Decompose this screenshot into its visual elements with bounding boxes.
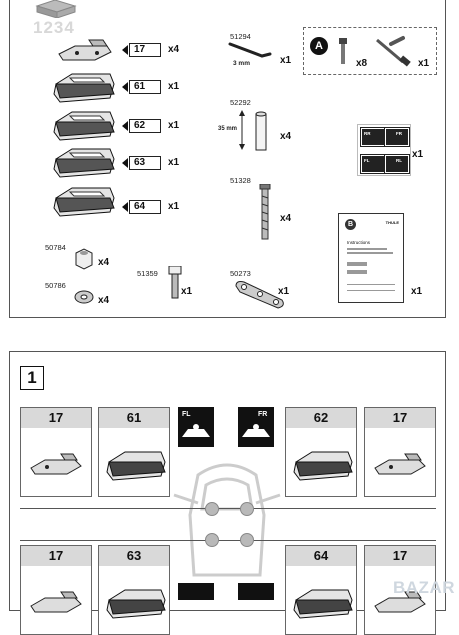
watermark-logo: BAZAR	[393, 578, 455, 597]
manual-title: Instructions	[347, 240, 371, 245]
nut-qty: x4	[98, 257, 110, 268]
short-bolt-qty: x1	[181, 286, 193, 297]
hex-key-part-number: 51294	[230, 32, 251, 41]
spacer-part-number: 52292	[230, 98, 251, 107]
sticker-fl: FL	[360, 154, 386, 174]
mount-point-rr	[240, 533, 254, 547]
card-code: 63	[99, 546, 169, 566]
pad-qty-17: x4	[168, 44, 180, 55]
card-code: 64	[286, 546, 356, 566]
parts-list-panel	[9, 0, 446, 318]
nut-icon	[75, 248, 93, 270]
foot-pad-icon	[106, 589, 166, 619]
pad-61-illustration	[53, 73, 115, 103]
pad-17-illustration	[58, 39, 112, 61]
pad-qty-64: x1	[168, 201, 180, 212]
step-card-pad-62: 62	[285, 407, 357, 497]
pad-62-illustration	[53, 111, 115, 141]
sticker-sheet	[357, 124, 411, 176]
sticker-fr: FR	[384, 127, 410, 147]
card-code: 17	[365, 546, 435, 566]
pad-code-64: 64	[129, 200, 161, 214]
card-code: 17	[21, 546, 91, 566]
card-code: 62	[286, 408, 356, 428]
manual-badge: B	[345, 219, 356, 230]
sticker-rr: RR	[360, 127, 386, 147]
instruction-manual: B THULE Instructions	[338, 213, 404, 303]
bolt-icon	[339, 38, 347, 64]
long-bolt-qty: x4	[280, 213, 292, 224]
sticker-rl: RL	[384, 154, 410, 174]
mount-point-fr	[240, 502, 254, 516]
long-bolt-icon	[259, 184, 271, 240]
card-code: 61	[99, 408, 169, 428]
manual-qty: x1	[411, 286, 423, 297]
pad-qty-62: x1	[168, 120, 180, 131]
step-card-pad-63: 63	[98, 545, 170, 635]
short-bolt-icon	[168, 266, 182, 299]
divider-line	[20, 508, 436, 509]
foot-pad-icon	[106, 451, 166, 481]
rear-left-badge	[178, 583, 214, 600]
bolt-qty: x8	[356, 58, 368, 69]
step-card-pad-17-rear-left: 17	[20, 545, 92, 635]
spacer-icon	[239, 110, 267, 151]
mount-point-rl	[205, 533, 219, 547]
pointer-arrow-icon	[122, 45, 128, 55]
manual-brand: THULE	[385, 220, 399, 225]
kit-box-icon	[35, 0, 77, 18]
hex-key-size: 3 mm	[233, 60, 250, 67]
pointer-arrow-icon	[122, 82, 128, 92]
front-left-badge: FL	[178, 407, 214, 447]
pad-code-63: 63	[129, 156, 161, 170]
pointer-arrow-icon	[122, 202, 128, 212]
t-bar-wrench-qty: x1	[418, 58, 430, 69]
tool-group-box	[303, 27, 437, 75]
plate-qty: x1	[278, 286, 290, 297]
mount-point-fl	[205, 502, 219, 516]
plate-part-number: 50273	[230, 269, 251, 278]
kit-number-watermark: 1234	[33, 18, 75, 37]
washer-part-number: 50786	[45, 281, 66, 290]
foot-pad-icon	[293, 451, 353, 481]
divider-line	[20, 540, 436, 541]
pad-64-illustration	[53, 187, 115, 217]
front-right-badge: FR	[238, 407, 274, 447]
nut-part-number: 50784	[45, 243, 66, 252]
spacer-qty: x4	[280, 131, 292, 142]
pad-qty-63: x1	[168, 157, 180, 168]
pointer-arrow-icon	[122, 158, 128, 168]
step-card-pad-64: 64	[285, 545, 357, 635]
card-code: 17	[21, 408, 91, 428]
pad-63-illustration	[53, 148, 115, 178]
washer-qty: x4	[98, 295, 110, 306]
washer-icon	[74, 290, 94, 304]
rear-right-badge	[238, 583, 274, 600]
step-card-pad-17-front-right: 17	[364, 407, 436, 497]
pad-code-17: 17	[129, 43, 161, 57]
spacer-length: 35 mm	[218, 126, 238, 132]
long-bolt-part-number: 51328	[230, 176, 251, 185]
foot-pad-icon	[30, 453, 82, 475]
hex-key-qty: x1	[280, 55, 292, 66]
sticker-qty: x1	[412, 149, 424, 160]
step-card-pad-17-front-left: 17	[20, 407, 92, 497]
pad-code-61: 61	[129, 80, 161, 94]
foot-pad-icon	[374, 453, 426, 475]
car-top-view-illustration	[173, 463, 281, 577]
step-number: 1	[20, 366, 44, 390]
pad-qty-61: x1	[168, 81, 180, 92]
t-bar-wrench-icon	[376, 36, 411, 67]
foot-pad-icon	[293, 589, 353, 619]
foot-pad-icon	[30, 591, 82, 613]
pointer-arrow-icon	[122, 121, 128, 131]
hex-key-icon	[228, 42, 272, 58]
pad-code-62: 62	[129, 119, 161, 133]
tool-group-badge: A	[310, 37, 328, 55]
mounting-plate-icon	[235, 281, 284, 309]
step-card-pad-61: 61	[98, 407, 170, 497]
card-code: 17	[365, 408, 435, 428]
short-bolt-part-number: 51359	[137, 269, 158, 278]
